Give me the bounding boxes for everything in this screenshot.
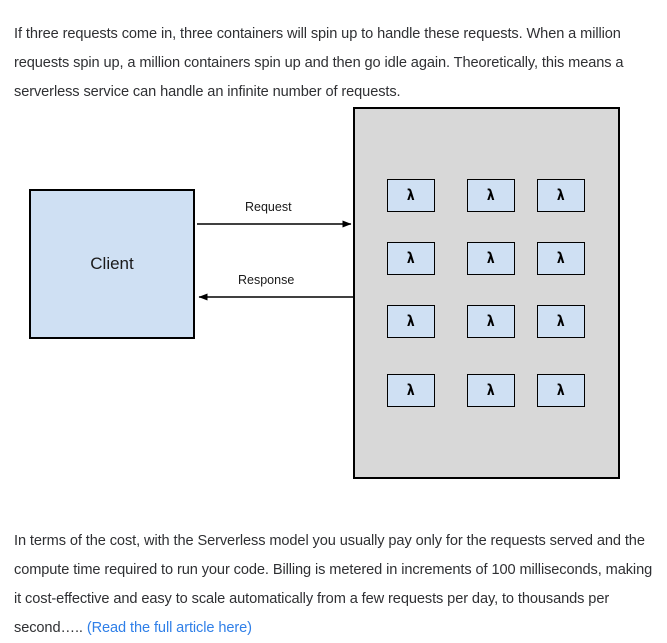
page-root: If three requests come in, three contain… xyxy=(14,25,652,636)
lambda-icon: λ xyxy=(557,249,565,267)
lambda-container-box: λ xyxy=(387,305,435,338)
arrow-layer xyxy=(197,220,353,301)
serverless-container-box: λ λ λ λ λ λ λ λ λ λ λ λ xyxy=(353,107,620,479)
lambda-container-box: λ xyxy=(467,242,515,275)
lambda-container-box: λ xyxy=(387,374,435,407)
response-arrow-label: Response xyxy=(238,273,295,287)
lambda-icon: λ xyxy=(407,186,415,204)
lambda-container-box: λ xyxy=(537,374,585,407)
serverless-architecture-diagram: Client λ λ λ λ λ λ λ λ λ λ λ λ Request Response xyxy=(29,107,620,479)
lambda-icon: λ xyxy=(487,249,495,267)
lambda-container-box: λ xyxy=(467,305,515,338)
lambda-container-box: λ xyxy=(467,374,515,407)
lambda-icon: λ xyxy=(557,381,565,399)
client-label: Client xyxy=(90,254,134,273)
lambda-container-box: λ xyxy=(387,179,435,212)
lambda-container-grid: λ λ λ λ λ λ λ λ λ λ λ λ xyxy=(355,109,618,477)
lambda-icon: λ xyxy=(557,312,565,330)
lambda-icon: λ xyxy=(407,312,415,330)
lambda-container-box: λ xyxy=(387,242,435,275)
lambda-icon: λ xyxy=(487,381,495,399)
lambda-icon: λ xyxy=(557,186,565,204)
client-box: Client xyxy=(29,189,195,339)
lambda-icon: λ xyxy=(407,249,415,267)
lambda-icon: λ xyxy=(407,381,415,399)
cost-paragraph-text: In terms of the cost, with the Serverles… xyxy=(14,532,653,636)
cost-paragraph: In terms of the cost, with the Serverles… xyxy=(14,527,654,643)
lambda-container-box: λ xyxy=(467,179,515,212)
intro-paragraph: If three requests come in, three contain… xyxy=(14,25,624,100)
request-arrow-label: Request xyxy=(245,200,292,214)
lambda-icon: λ xyxy=(487,186,495,204)
lambda-icon: λ xyxy=(487,312,495,330)
lambda-container-box: λ xyxy=(537,305,585,338)
lambda-container-box: λ xyxy=(537,179,585,212)
read-full-article-link[interactable]: (Read the full article here) xyxy=(86,619,252,636)
lambda-container-box: λ xyxy=(537,242,585,275)
